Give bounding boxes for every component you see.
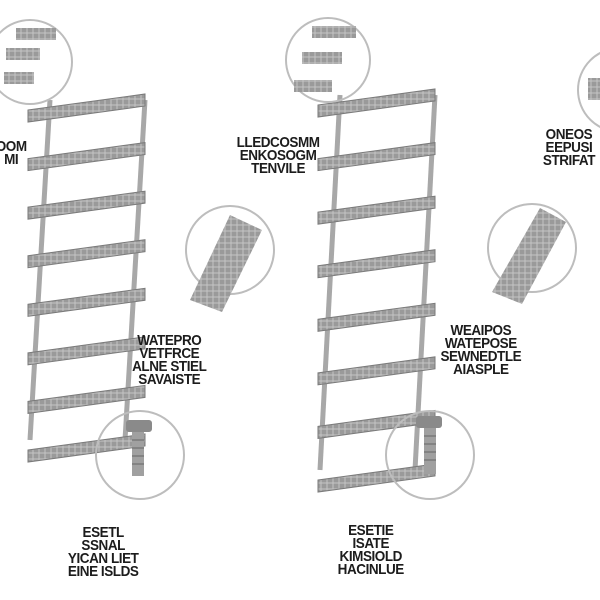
stacked-steps-icon: [294, 26, 356, 92]
ladder-rung: [27, 384, 146, 415]
ladder-rung: [27, 93, 146, 123]
step-tread-icon: [190, 215, 262, 312]
ladder-rail: [27, 99, 53, 441]
stacked-steps-icon: [4, 28, 56, 84]
ladder-rung: [27, 239, 146, 269]
callout-circle-mid-left: [185, 205, 275, 312]
ladder-rung: [27, 433, 146, 463]
callout-circle-mid-right: [487, 203, 577, 304]
step-detail-icon: [588, 78, 600, 100]
callout-circle-top-center: [285, 17, 371, 103]
ladder-rung: [317, 141, 436, 172]
ladder-rung: [27, 141, 146, 172]
right-ladder: [317, 88, 438, 493]
ladder-rail: [122, 99, 148, 441]
ladder-rung: [27, 336, 146, 366]
callout-circle-bottom-left: [95, 410, 185, 500]
ladder-rung: [27, 287, 146, 317]
ladder-rung: [317, 88, 436, 118]
callout-label-top-left: OOMMI: [0, 138, 27, 168]
ladder-rung: [317, 249, 436, 279]
ladder-rail: [412, 94, 438, 471]
ladder-rung: [317, 302, 436, 332]
callout-circle-bottom-center: [385, 410, 475, 500]
callout-circle-top-right: [577, 51, 600, 129]
ladder-rail: [317, 94, 343, 471]
ladder-rung: [317, 463, 436, 493]
ladder-rung: [317, 195, 436, 225]
callout-circle-top-left: [0, 19, 73, 105]
step-tread-icon: [492, 208, 566, 304]
left-ladder: [27, 93, 148, 463]
ladder-rung: [27, 190, 146, 220]
ladder-rung: [317, 356, 436, 386]
bolt-screw-icon: [416, 416, 442, 474]
bolt-screw-icon: [126, 420, 152, 476]
